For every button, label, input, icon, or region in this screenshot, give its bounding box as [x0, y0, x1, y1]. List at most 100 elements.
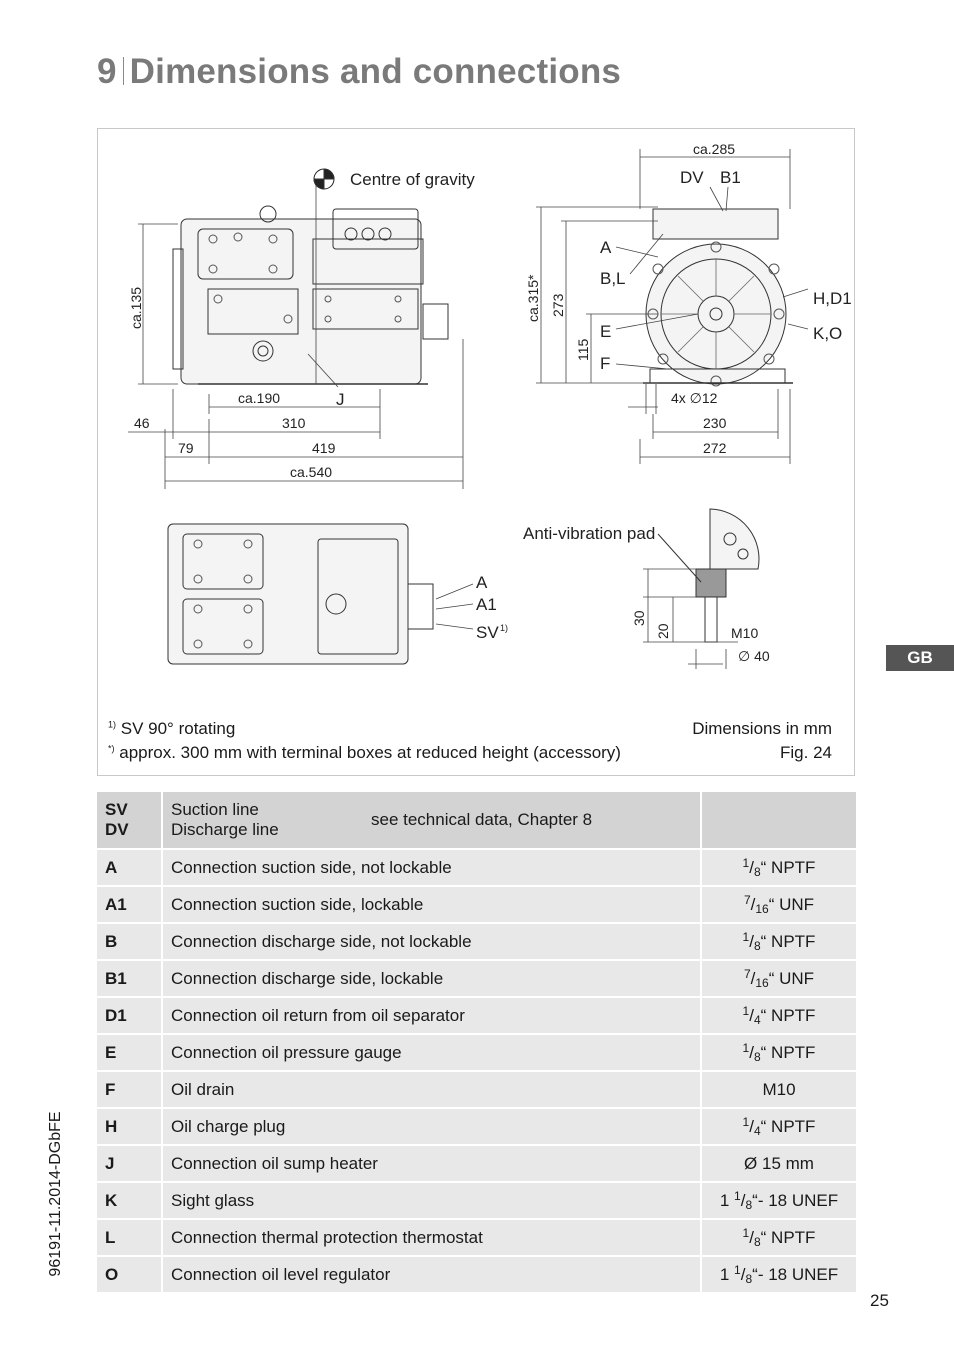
- anti-vibration-pad-detail: [643, 508, 760, 669]
- dim-ca315: ca.315*: [525, 274, 541, 322]
- technical-drawing: Centre of gravity J ca.135 ca.190 46 310…: [128, 141, 852, 669]
- dim-273: 273: [550, 293, 566, 317]
- document-code: 96191-11.2014-DGbFE: [47, 1111, 64, 1277]
- footnote-1: 1) SV 90° rotating: [108, 719, 236, 738]
- dim-ca285: ca.285: [693, 141, 735, 157]
- dim-419: 419: [312, 440, 336, 456]
- connection-description: Oil charge plug: [163, 1109, 702, 1144]
- connection-code: A: [97, 850, 163, 885]
- connection-code: O: [97, 1257, 163, 1292]
- connection-code: A1: [97, 887, 163, 922]
- connection-description: Connection oil sump heater: [163, 1146, 702, 1181]
- connection-size: Ø 15 mm: [702, 1146, 856, 1181]
- connection-description: Connection suction side, lockable: [163, 887, 702, 922]
- connection-code: B1: [97, 961, 163, 996]
- connection-size: 1/8“ NPTF: [702, 850, 856, 885]
- connection-code: K: [97, 1183, 163, 1218]
- label-centre-of-gravity: Centre of gravity: [350, 170, 475, 189]
- connection-description: Connection oil level regulator: [163, 1257, 702, 1292]
- connection-description: Connection suction side, not lockable: [163, 850, 702, 885]
- connection-size: 1/4“ NPTF: [702, 998, 856, 1033]
- connection-size: 1/8“ NPTF: [702, 1220, 856, 1255]
- top-view-drawing: [167, 523, 474, 665]
- dimensions-unit-note: Dimensions in mm: [692, 719, 832, 738]
- label-a-top: A: [476, 573, 488, 592]
- connection-size: 1/8“ NPTF: [702, 924, 856, 959]
- connection-description: Sight glass: [163, 1183, 702, 1218]
- connections-table: SV DV Suction line Discharge line see te…: [97, 790, 856, 1294]
- connection-description: Connection discharge side, not lockable: [163, 924, 702, 959]
- label-a1: A1: [476, 595, 497, 614]
- figure-number: Fig. 24: [780, 743, 832, 762]
- table-header-row: SV DV Suction line Discharge line see te…: [97, 792, 856, 848]
- connection-description: Connection thermal protection thermostat: [163, 1220, 702, 1255]
- dim-230: 230: [703, 415, 727, 431]
- label-dv: DV: [680, 168, 704, 187]
- dim-272: 272: [703, 440, 727, 456]
- front-view-drawing: [643, 208, 793, 387]
- label-sv-footnote-mark: 1): [500, 623, 508, 633]
- connection-size: 7/16“ UNF: [702, 887, 856, 922]
- page-number: 25: [870, 1291, 889, 1310]
- dim-30: 30: [631, 610, 647, 626]
- dim-79: 79: [178, 440, 194, 456]
- label-f: F: [600, 354, 610, 373]
- dim-ca135: ca.135: [128, 287, 144, 329]
- connection-size: 1 1/8“- 18 UNEF: [702, 1257, 856, 1292]
- connection-description: Connection oil pressure gauge: [163, 1035, 702, 1070]
- label-j: J: [336, 390, 345, 409]
- dim-4x-12: 4x ∅12: [671, 390, 718, 406]
- connection-size: 1/8“ NPTF: [702, 1035, 856, 1070]
- front-view-dimension-lines: [536, 149, 809, 464]
- header-codes: SV DV: [97, 792, 163, 848]
- dim-46: 46: [134, 415, 150, 431]
- connection-description: Connection oil return from oil separator: [163, 998, 702, 1033]
- connection-size: 1/4“ NPTF: [702, 1109, 856, 1144]
- label-h-d1: H,D1: [813, 289, 852, 308]
- connection-code: L: [97, 1220, 163, 1255]
- connection-size: M10: [702, 1072, 856, 1107]
- label-sv: SV: [476, 623, 499, 642]
- header-reference: see technical data, Chapter 8: [371, 810, 593, 829]
- connection-code: F: [97, 1072, 163, 1107]
- dim-310: 310: [282, 415, 306, 431]
- connection-code: E: [97, 1035, 163, 1070]
- side-view-drawing: [172, 205, 449, 385]
- language-tab-gb: GB: [886, 645, 954, 671]
- dim-115: 115: [575, 338, 591, 361]
- centre-of-gravity-icon: [313, 168, 335, 190]
- header-descriptions: Suction line Discharge line see technica…: [163, 792, 702, 848]
- dim-20: 20: [655, 623, 671, 639]
- side-view-dimension-lines: [128, 184, 464, 489]
- label-d40: ∅ 40: [738, 648, 770, 664]
- connection-size: 7/16“ UNF: [702, 961, 856, 996]
- connection-code: J: [97, 1146, 163, 1181]
- dim-ca190: ca.190: [238, 390, 280, 406]
- label-k-o: K,O: [813, 324, 842, 343]
- chapter-title: Dimensions and connections: [129, 52, 622, 91]
- heading-separator: [122, 57, 124, 85]
- label-a-front: A: [600, 238, 612, 257]
- connection-code: H: [97, 1109, 163, 1144]
- label-m10: M10: [731, 625, 758, 641]
- connection-description: Oil drain: [163, 1072, 702, 1107]
- label-b1: B1: [720, 168, 741, 187]
- dim-ca540: ca.540: [290, 464, 332, 480]
- footnote-2: *) approx. 300 mm with terminal boxes at…: [108, 743, 621, 762]
- header-value-empty: [702, 792, 856, 848]
- label-e: E: [600, 322, 611, 341]
- connection-code: D1: [97, 998, 163, 1033]
